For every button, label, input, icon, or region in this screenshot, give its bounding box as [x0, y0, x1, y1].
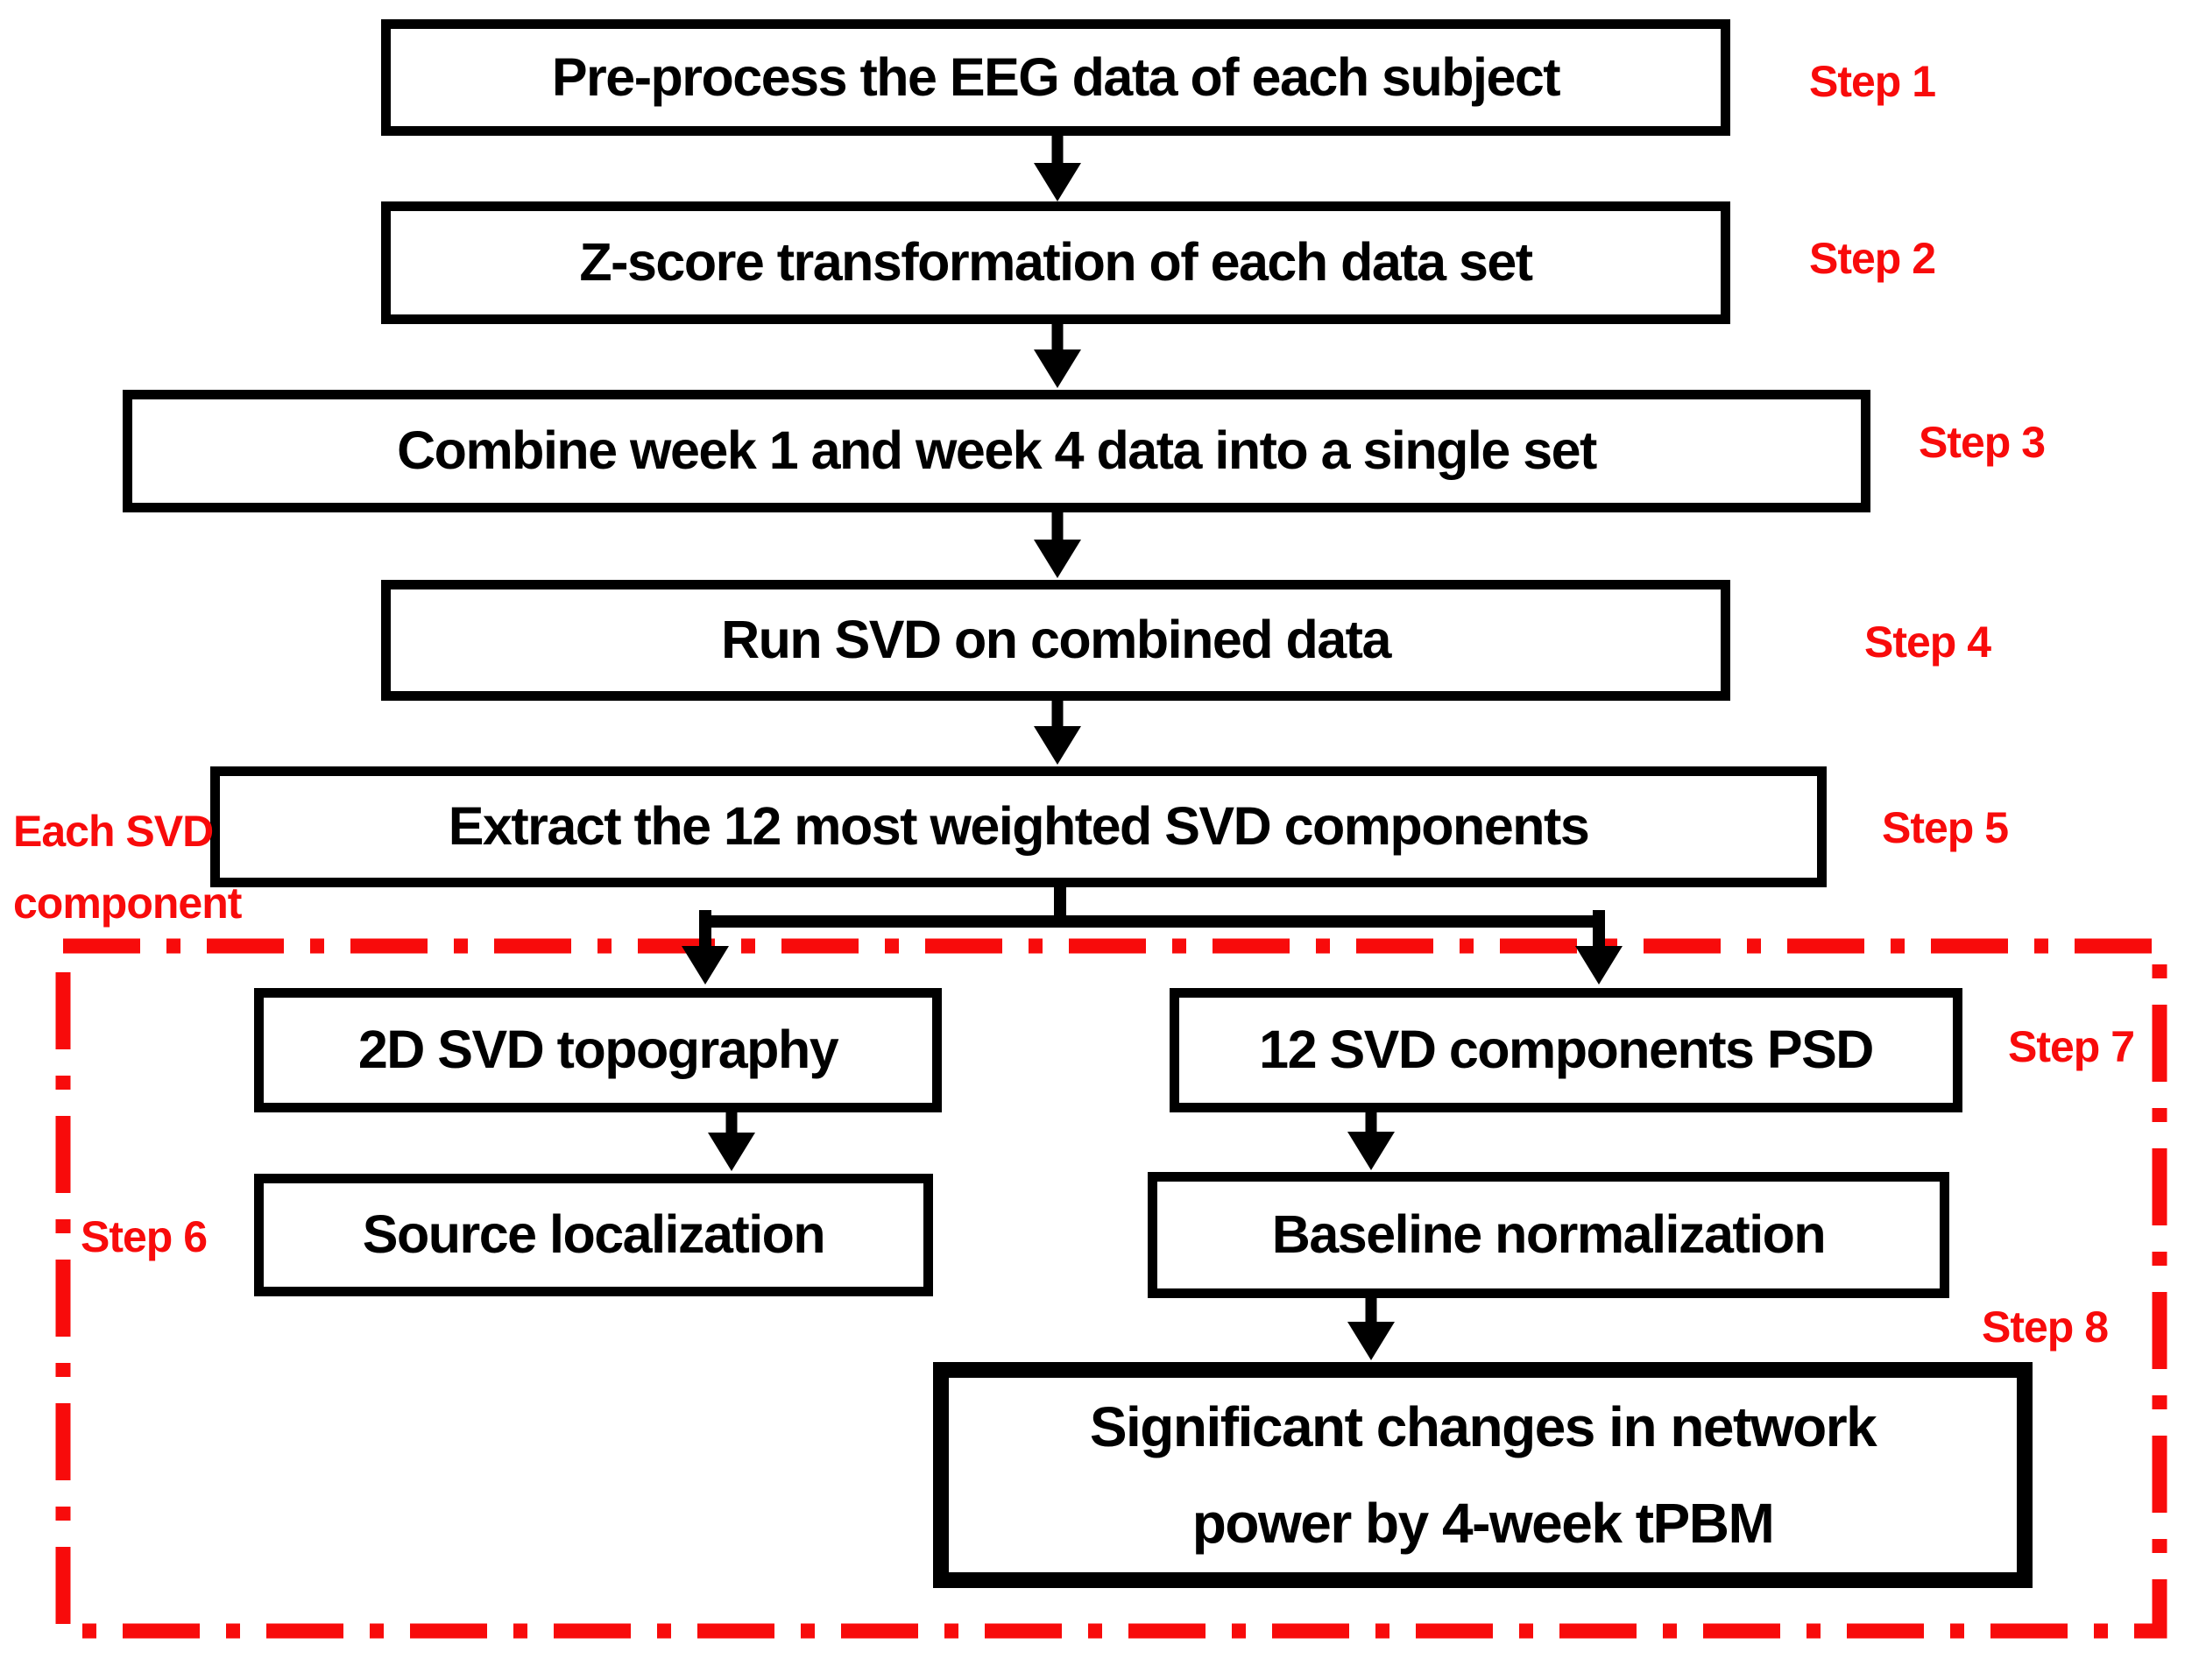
- flow-box-label: 2D SVD topography: [357, 1020, 839, 1080]
- flow-box-preprocess: Pre-process the EEG data of each subject: [381, 19, 1730, 136]
- flow-box-label: Z-score transformation of each data set: [579, 232, 1533, 293]
- arrow-zscore-to-combine: [1034, 324, 1081, 388]
- split-arrowhead-right: [1575, 946, 1623, 985]
- arrow-psd-to-baseline: [1347, 1112, 1395, 1170]
- each-svd-component-line1: Each SVD: [13, 807, 214, 856]
- step-label-2: Step 2: [1809, 234, 1936, 283]
- arrow-combine-to-runsvd: [1034, 512, 1081, 578]
- flow-box-label: Source localization: [362, 1204, 826, 1265]
- flow-box-significant-changes: Significant changes in network power by …: [933, 1362, 2033, 1588]
- flow-box-baseline: Baseline normalization: [1148, 1172, 1949, 1298]
- flow-box-label-line2: power by 4-week tPBM: [1191, 1492, 1775, 1555]
- arrow-baseline-to-significant: [1347, 1298, 1395, 1360]
- arrow-preprocess-to-zscore: [1034, 136, 1081, 201]
- flow-box-psd: 12 SVD components PSD: [1170, 988, 1962, 1112]
- flow-box-label: Run SVD on combined data: [721, 610, 1391, 670]
- step-label-7: Step 7: [2008, 1022, 2135, 1071]
- arrow-topography-to-source: [708, 1112, 755, 1171]
- flow-box-run-svd: Run SVD on combined data: [381, 580, 1730, 701]
- step-label-1: Step 1: [1809, 57, 1936, 106]
- step-label-3: Step 3: [1919, 418, 2046, 467]
- flow-box-label: Baseline normalization: [1271, 1204, 1827, 1265]
- flow-box-label: Combine week 1 and week 4 data into a si…: [397, 420, 1597, 481]
- each-svd-component-line2: component: [13, 879, 242, 928]
- flow-box-label: 12 SVD components PSD: [1259, 1020, 1874, 1080]
- flow-box-label-line1: Significant changes in network: [1089, 1394, 1877, 1458]
- flow-box-zscore: Z-score transformation of each data set: [381, 201, 1730, 324]
- step-label-8: Step 8: [1982, 1302, 2109, 1352]
- step-label-5: Step 5: [1882, 803, 2009, 852]
- arrow-runsvd-to-extract: [1034, 701, 1081, 765]
- flow-box-label: Pre-process the EEG data of each subject: [551, 46, 1561, 107]
- split-connector: [699, 881, 1605, 952]
- flow-box-topography: 2D SVD topography: [254, 988, 942, 1112]
- flow-box-source-localization: Source localization: [254, 1174, 933, 1296]
- flow-box-extract: Extract the 12 most weighted SVD compone…: [210, 766, 1827, 887]
- split-arrowhead-left: [682, 946, 729, 985]
- flow-box-label: Extract the 12 most weighted SVD compone…: [448, 796, 1590, 857]
- step-label-6: Step 6: [81, 1212, 208, 1261]
- flow-box-combine: Combine week 1 and week 4 data into a si…: [123, 390, 1870, 512]
- each-svd-component-label: Each SVD component: [13, 795, 242, 939]
- step-label-4: Step 4: [1864, 618, 1991, 667]
